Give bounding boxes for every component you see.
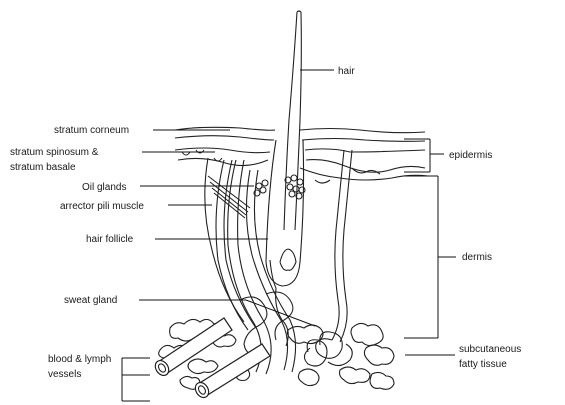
- label-blood-lymph: blood & lymph: [48, 354, 111, 365]
- label-oil-glands: Oil glands: [82, 182, 126, 193]
- label-sweat-gland: sweat gland: [64, 295, 117, 306]
- label-stratum-spinosum: stratum spinosum &: [10, 147, 99, 158]
- hair-and-follicle: [266, 11, 304, 288]
- label-hair: hair: [338, 66, 355, 77]
- label-stratum-corneum: stratum corneum: [54, 125, 129, 136]
- label-vessels: vessels: [48, 369, 81, 380]
- label-subcutaneous: subcutaneous: [459, 344, 521, 355]
- label-dermis: dermis: [462, 252, 492, 263]
- label-stratum-basale: stratum basale: [10, 162, 76, 173]
- label-fatty-tissue: fatty tissue: [459, 359, 507, 370]
- epidermis-layers: [175, 127, 428, 183]
- label-epidermis: epidermis: [449, 150, 492, 161]
- labels: hair stratum corneum stratum spinosum & …: [10, 66, 521, 380]
- label-arrector-pili: arrector pili muscle: [60, 201, 144, 212]
- sweat-gland: [205, 150, 352, 374]
- label-hair-follicle: hair follicle: [86, 234, 134, 245]
